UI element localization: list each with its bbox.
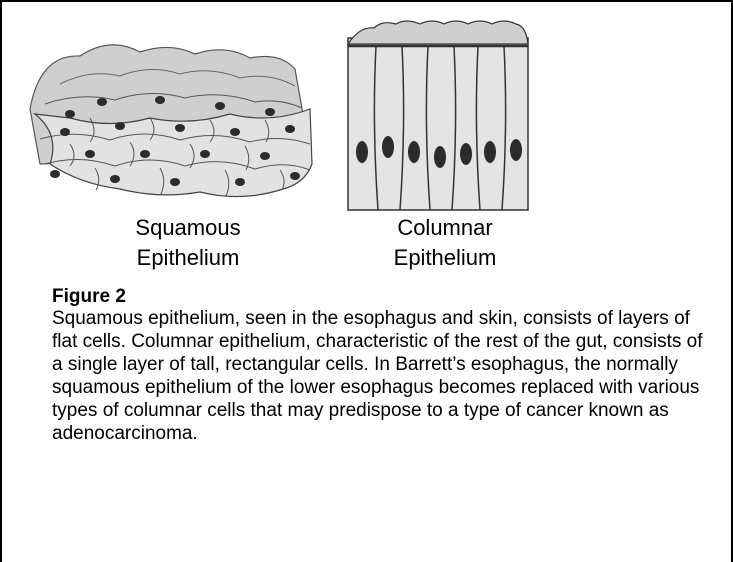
frame-top-border (0, 0, 733, 2)
columnar-epithelium-drawing (348, 21, 528, 210)
frame-left-border (0, 0, 2, 562)
columnar-label-line-2: Epithelium (345, 243, 545, 273)
squamous-epithelium-label: Squamous Epithelium (88, 213, 288, 273)
columnar-label-line-1: Columnar (345, 213, 545, 243)
squamous-epithelium-drawing (30, 45, 312, 197)
epithelium-illustration (20, 14, 540, 214)
figure-caption: Squamous epithelium, seen in the esophag… (52, 307, 717, 445)
figure-title: Figure 2 (52, 286, 126, 308)
squamous-label-line-1: Squamous (88, 213, 288, 243)
columnar-epithelium-label: Columnar Epithelium (345, 213, 545, 273)
squamous-label-line-2: Epithelium (88, 243, 288, 273)
